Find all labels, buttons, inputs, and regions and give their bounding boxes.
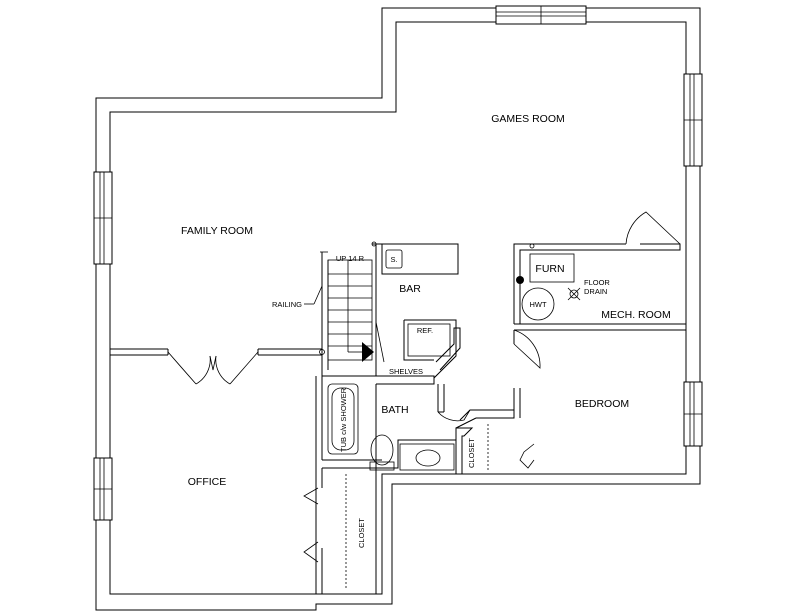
newel-post [371,241,377,247]
label-furnace: FURN [535,263,564,275]
newel-post [319,349,325,355]
furnace-icon [529,253,575,283]
label-floor-drain-1: FLOOR [584,278,610,287]
fixture-labels: UP 14 R RAILING S. REF. SHELVES TUB c/w … [272,254,610,548]
label-bath: BATH [381,404,408,416]
hot-water-tank-icon [521,287,555,321]
label-family-room: FAMILY ROOM [181,225,253,237]
floor-drain-icon [567,287,581,301]
window-top [495,5,587,25]
label-floor-drain-2: DRAIN [584,287,607,296]
label-office-closet: CLOSET [357,518,366,548]
doors [167,211,681,563]
room-labels: GAMES ROOM FAMILY ROOM OFFICE BAR BATH B… [181,113,671,488]
label-bedroom: BEDROOM [575,398,629,410]
window-left-upper [93,171,113,265]
vanity-icon [399,443,455,471]
sink-icon [385,249,403,269]
window-right-upper [683,73,703,167]
label-railing: RAILING [272,300,302,309]
exterior-walls [95,7,701,611]
label-games-room: GAMES ROOM [491,113,565,125]
toilet-icon [370,434,394,466]
stairs [319,241,385,363]
railing-leader [304,285,323,305]
stair-arrow [362,342,374,362]
label-office: OFFICE [188,476,227,488]
tub-icon [327,383,359,455]
label-bedroom-closet: CLOSET [467,438,476,468]
window-right-lower [683,381,703,447]
label-mech-room: MECH. ROOM [601,309,670,321]
label-shelves: SHELVES [389,367,423,376]
fixtures [327,243,581,590]
label-stairs: UP 14 R [336,254,365,263]
label-tub: TUB c/w SHOWER [339,387,348,452]
label-sink: S. [390,255,397,264]
label-refrigerator: REF. [417,326,433,335]
windows [93,5,703,521]
label-hwt: HWT [529,300,546,309]
refrigerator-icon [407,323,451,357]
window-left-lower [93,457,113,521]
interior-walls [110,243,686,594]
label-bar: BAR [399,283,421,295]
